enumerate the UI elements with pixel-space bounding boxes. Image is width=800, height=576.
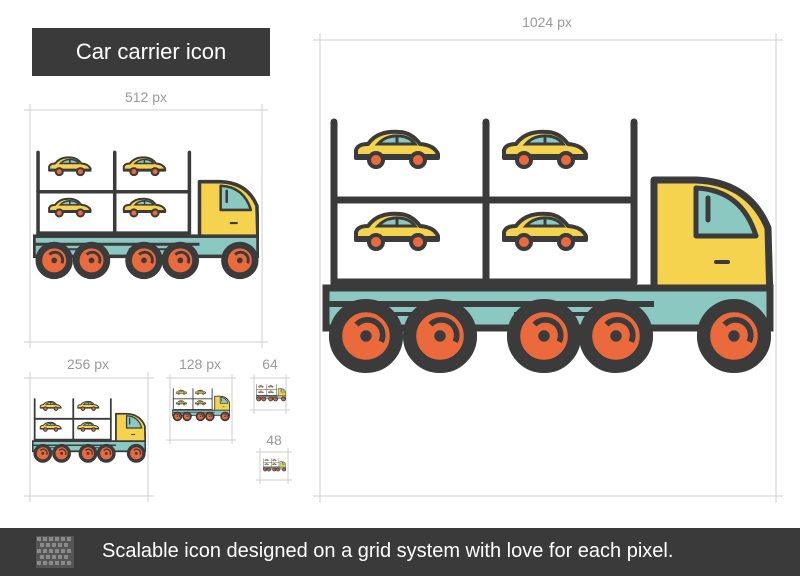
size-label-512: 512 px <box>124 89 168 105</box>
page-title: Car carrier icon <box>32 28 270 76</box>
truck-icon-1024 <box>320 118 776 378</box>
truck-icon-48 <box>263 458 286 472</box>
size-label-128: 128 px <box>178 356 222 372</box>
footer-bar <box>0 528 800 576</box>
size-label-256: 256 px <box>66 356 110 372</box>
size-label-64: 64 <box>262 356 278 372</box>
pixel-grid-icon <box>36 536 74 568</box>
truck-icon-64 <box>256 384 286 402</box>
size-label-48: 48 <box>266 432 282 448</box>
footer-text: Scalable icon designed on a grid system … <box>102 540 674 562</box>
truck-icon-512 <box>33 150 259 282</box>
truck-icon-256 <box>32 398 146 464</box>
truck-icon-128 <box>172 388 230 422</box>
size-label-1024: 1024 px <box>522 14 572 30</box>
